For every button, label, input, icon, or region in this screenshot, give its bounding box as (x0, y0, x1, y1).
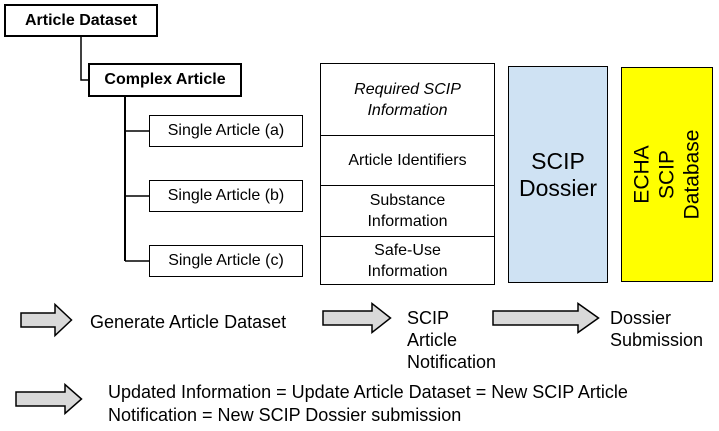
scip-dossier-box: SCIP Dossier (508, 66, 608, 283)
complex-article-box: Complex Article (88, 63, 242, 97)
right-arrow-icon (322, 301, 392, 335)
article-dataset-box: Article Dataset (4, 4, 158, 37)
single-article-b-box: Single Article (b) (149, 180, 303, 212)
connector-root-to-complex (80, 37, 88, 81)
dossier-submission-arrow-icon (492, 302, 600, 334)
single-article-c-box: Single Article (c) (149, 245, 303, 277)
generate-article-dataset-label: Generate Article Dataset (90, 312, 287, 332)
info-table-row-substance-information: Substance Information (321, 185, 494, 236)
dossier-submission-label: Dossier Submission (610, 308, 704, 350)
right-arrow-icon (20, 302, 73, 338)
right-arrow-icon (492, 302, 600, 334)
single-article-a-box: Single Article (a) (149, 115, 303, 147)
required-info-table: Required SCIP Information Article Identi… (320, 63, 495, 285)
echa-scip-database-label: ECHA SCIP Database (630, 129, 704, 220)
info-table-row-safe-use-information: Safe-Use Information (321, 236, 494, 284)
right-arrow-icon (15, 382, 83, 416)
update-cycle-note: Updated Information = Update Article Dat… (108, 382, 628, 425)
echa-scip-database-box: ECHA SCIP Database (621, 67, 713, 282)
update-cycle-arrow-icon (15, 382, 83, 416)
scip-notification-arrow-icon (322, 301, 392, 335)
info-table-header: Required SCIP Information (354, 80, 461, 119)
scip-dossier-label: SCIP Dossier (519, 147, 597, 201)
scip-article-notification-label: SCIP Article Notification (407, 308, 497, 372)
generate-dataset-arrow-icon (20, 302, 73, 338)
info-table-row-article-identifiers: Article Identifiers (321, 135, 494, 185)
